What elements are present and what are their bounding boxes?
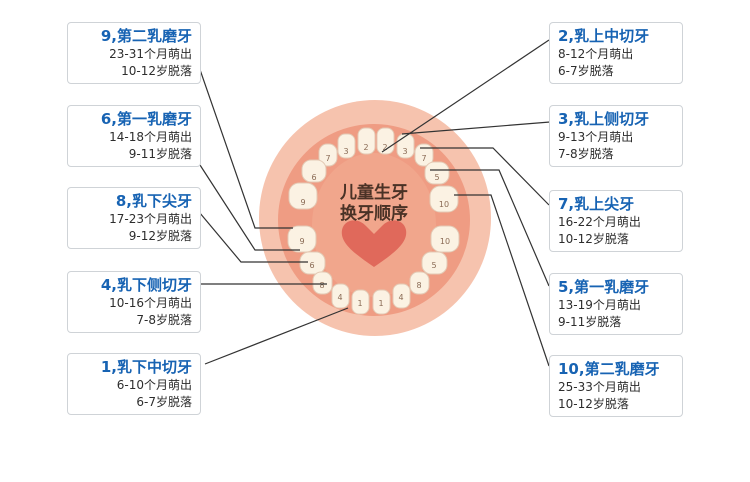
leader-line-1 [204, 307, 349, 365]
card-title: 1,乳下中切牙 [100, 358, 192, 376]
tooth [288, 182, 318, 210]
tooth [331, 283, 350, 309]
tooth-number: 10 [439, 200, 449, 209]
tooth [392, 283, 411, 309]
tooth [414, 143, 434, 167]
center-label-line1: 儿童生牙 [340, 183, 408, 203]
shedding-age: 7-8岁脱落 [136, 313, 192, 327]
tooth-number: 5 [434, 173, 439, 182]
card-tooth-2: 2,乳上中切牙 8-12个月萌出 6-7岁脱落 [549, 22, 683, 84]
tooth-number: 2 [382, 143, 387, 152]
leader-line-8 [188, 199, 308, 263]
shedding-age: 6-7岁脱落 [558, 64, 614, 78]
tooth-number: 10 [440, 237, 450, 246]
card-title: 5,第一乳磨牙 [558, 278, 650, 296]
card-title: 3,乳上侧切牙 [558, 110, 650, 128]
tooth-number: 4 [337, 293, 342, 302]
tooth-number: 1 [357, 299, 362, 308]
eruption-time: 9-13个月萌出 [558, 130, 634, 144]
eruption-time: 13-19个月萌出 [558, 298, 641, 312]
card-title: 9,第二乳磨牙 [100, 27, 192, 45]
leader-line-10 [454, 194, 550, 367]
shedding-age: 9-11岁脱落 [128, 147, 192, 161]
shedding-age: 9-12岁脱落 [128, 229, 192, 243]
card-title: 4,乳下侧切牙 [100, 276, 192, 294]
card-title: 6,第一乳磨牙 [100, 110, 192, 128]
card-tooth-4: 4,乳下侧切牙 10-16个月萌出 7-8岁脱落 [67, 271, 201, 333]
leader-line-6 [188, 147, 300, 251]
tooth-number: 6 [311, 173, 316, 182]
tooth [312, 271, 333, 295]
shedding-age: 10-12岁脱落 [121, 64, 192, 78]
eruption-time: 16-22个月萌出 [558, 215, 641, 229]
tooth [337, 133, 356, 159]
tooth [430, 225, 460, 253]
tooth-number: 7 [325, 154, 330, 163]
card-tooth-9: 9,第二乳磨牙 23-31个月萌出 10-12岁脱落 [67, 22, 201, 84]
tooth-numbers: 2 3 7 5 10 2 3 7 6 9 1 4 8 6 9 1 4 8 5 1… [299, 143, 450, 308]
tooth [409, 271, 430, 295]
tooth [429, 185, 459, 213]
tooth [301, 159, 327, 183]
tooth [372, 289, 391, 315]
card-tooth-1: 1,乳下中切牙 6-10个月萌出 6-7岁脱落 [67, 353, 201, 415]
tooth-number: 8 [319, 281, 324, 290]
tongue-area [312, 153, 436, 297]
eruption-time: 8-12个月萌出 [558, 47, 634, 61]
tooth-number: 8 [416, 281, 421, 290]
center-label-line2: 换牙顺序 [340, 204, 408, 224]
tooth-number: 7 [421, 154, 426, 163]
tooth [299, 251, 326, 275]
tooth-number: 3 [402, 147, 407, 156]
tooth-number: 6 [309, 261, 314, 270]
tooth [424, 161, 450, 185]
leader-lines [188, 37, 551, 367]
tooth [318, 143, 338, 167]
card-title: 10,第二乳磨牙 [558, 360, 660, 378]
eruption-time: 17-23个月萌出 [109, 212, 192, 226]
eruption-time: 6-10个月萌出 [116, 378, 192, 392]
card-title: 2,乳上中切牙 [558, 27, 650, 45]
card-tooth-10: 10,第二乳磨牙 25-33个月萌出 10-12岁脱落 [549, 355, 683, 417]
card-tooth-5: 5,第一乳磨牙 13-19个月萌出 9-11岁脱落 [549, 273, 683, 335]
eruption-time: 25-33个月萌出 [558, 380, 641, 394]
shedding-age: 9-11岁脱落 [558, 315, 622, 329]
tooth [351, 289, 370, 315]
card-title: 7,乳上尖牙 [558, 195, 635, 213]
tooth-number: 4 [398, 293, 403, 302]
lower-teeth [287, 225, 460, 315]
eruption-time: 10-16个月萌出 [109, 296, 192, 310]
heart-icon [341, 220, 407, 267]
leader-line-7 [420, 147, 550, 206]
tooth-number: 1 [378, 299, 383, 308]
tooth [421, 251, 448, 275]
card-tooth-8: 8,乳下尖牙 17-23个月萌出 9-12岁脱落 [67, 187, 201, 249]
center-label: 儿童生牙 换牙顺序 [318, 183, 430, 225]
eruption-time: 14-18个月萌出 [109, 130, 192, 144]
tooth-number: 2 [363, 143, 368, 152]
card-tooth-6: 6,第一乳磨牙 14-18个月萌出 9-11岁脱落 [67, 105, 201, 167]
tooth-number: 9 [299, 237, 304, 246]
leader-line-2 [381, 39, 550, 153]
leader-line-5 [430, 169, 550, 287]
shedding-age: 10-12岁脱落 [558, 397, 629, 411]
shedding-age: 6-7岁脱落 [136, 395, 192, 409]
shedding-age: 7-8岁脱落 [558, 147, 614, 161]
card-tooth-3: 3,乳上侧切牙 9-13个月萌出 7-8岁脱落 [549, 105, 683, 167]
tooth-number: 3 [343, 147, 348, 156]
eruption-time: 23-31个月萌出 [109, 47, 192, 61]
leader-line-9 [188, 37, 293, 229]
leader-line-3 [401, 121, 551, 135]
tooth [357, 127, 376, 155]
shedding-age: 10-12岁脱落 [558, 232, 629, 246]
tooth-number: 5 [431, 261, 436, 270]
tooth-number: 9 [300, 198, 305, 207]
tooth [287, 225, 317, 253]
card-title: 8,乳下尖牙 [115, 192, 192, 210]
card-tooth-7: 7,乳上尖牙 16-22个月萌出 10-12岁脱落 [549, 190, 683, 252]
